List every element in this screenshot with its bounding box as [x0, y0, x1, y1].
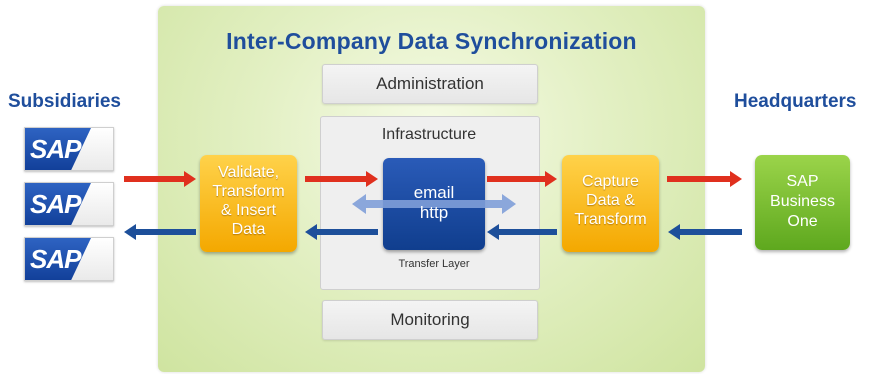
validate-transform-box — [200, 155, 297, 252]
blue-arrow — [668, 224, 742, 240]
validate-transform-text: Validate, Transform & Insert Data — [212, 164, 285, 238]
sap-logo-text: SAP — [30, 134, 81, 164]
subsidiaries-label: Subsidiaries — [8, 91, 121, 112]
sap-logo: SAP — [24, 127, 114, 171]
blue-arrow — [305, 224, 378, 240]
sap-business-one-box — [755, 155, 850, 250]
blue-arrow — [124, 224, 196, 240]
monitoring-label: Monitoring — [390, 310, 470, 329]
red-arrow — [305, 171, 378, 187]
sap-logo: SAP — [24, 237, 114, 281]
blue-arrow — [487, 224, 557, 240]
sap-logo-text: SAP — [30, 244, 81, 274]
headquarters-label: Headquarters — [734, 91, 857, 112]
sap-business-one-text: SAP Business One — [770, 173, 835, 230]
transfer-layer-caption: Transfer Layer — [398, 258, 470, 270]
monitoring-box: Monitoring — [322, 300, 538, 340]
capture-transform-box — [562, 155, 659, 252]
capture-transform-text: Capture Data & Transform — [574, 173, 647, 228]
sap-logo: SAP — [24, 182, 114, 226]
transfer-protocols: email http — [413, 183, 455, 222]
blue-arrows — [124, 224, 742, 240]
infrastructure-label: Infrastructure — [381, 126, 477, 143]
sap-logo-text: SAP — [30, 189, 81, 219]
red-arrow — [487, 171, 557, 187]
red-arrows — [124, 171, 742, 187]
administration-box: Administration — [322, 64, 538, 104]
red-arrow — [667, 171, 742, 187]
administration-label: Administration — [376, 74, 484, 93]
diagram-title: Inter-Company Data Synchronization — [226, 28, 637, 54]
red-arrow — [124, 171, 196, 187]
